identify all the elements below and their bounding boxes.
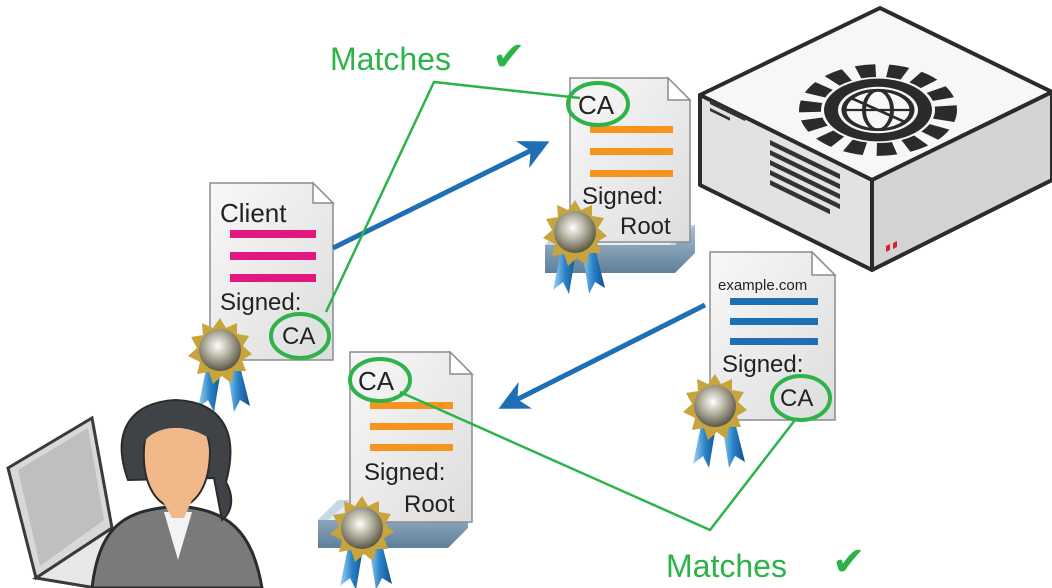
server-certificate: example.com Signed: CA [709, 250, 837, 422]
match-line-bottom [399, 390, 796, 532]
matches-label-top: Matches [330, 41, 451, 77]
cert-line [730, 298, 818, 305]
cert-line [370, 444, 453, 451]
cert-line [590, 170, 673, 177]
cert-line [730, 338, 818, 345]
ca-certificate-firewall: CA Signed: Root [566, 76, 692, 243]
match-circle [348, 357, 412, 403]
user-laptop-icon [6, 398, 264, 588]
client-cert-title: Client [220, 198, 287, 228]
cert-line [370, 402, 453, 409]
client-cert-signed-label: Signed: [220, 289, 301, 316]
check-icon: ✔ [832, 540, 866, 584]
matches-label-bottom: Matches [666, 548, 787, 584]
client-cert-issuer: CA [282, 323, 315, 350]
arrow-server-to-client [498, 302, 707, 409]
cert-line [370, 423, 453, 430]
cert-line [230, 230, 316, 238]
client-certificate: Client Signed: CA [209, 181, 335, 361]
ca-client-signed-label: Signed: [364, 459, 445, 486]
cert-line [730, 318, 818, 325]
arrow-client-to-firewall [331, 141, 550, 251]
ca-firewall-title: CA [578, 90, 615, 120]
check-icon: ✔ [492, 35, 526, 79]
server-cert-signed-label: Signed: [722, 351, 803, 378]
cert-line [590, 126, 673, 133]
server-cert-title: example.com [718, 277, 807, 294]
match-circle [566, 81, 630, 127]
ca-firewall-signed-label: Signed: [582, 183, 663, 210]
match-line-top [324, 80, 581, 313]
ca-firewall-issuer: Root [620, 213, 671, 240]
firewall-device-icon [698, 6, 1052, 272]
cert-line [230, 274, 316, 282]
ca-client-issuer: Root [404, 491, 455, 518]
ca-client-title: CA [358, 366, 395, 396]
server-cert-issuer: CA [780, 385, 813, 412]
match-circle [770, 374, 832, 422]
ca-certificate-client: CA Signed: Root [348, 350, 474, 523]
cert-line [230, 252, 316, 260]
cert-line [590, 148, 673, 155]
match-circle [269, 312, 331, 360]
